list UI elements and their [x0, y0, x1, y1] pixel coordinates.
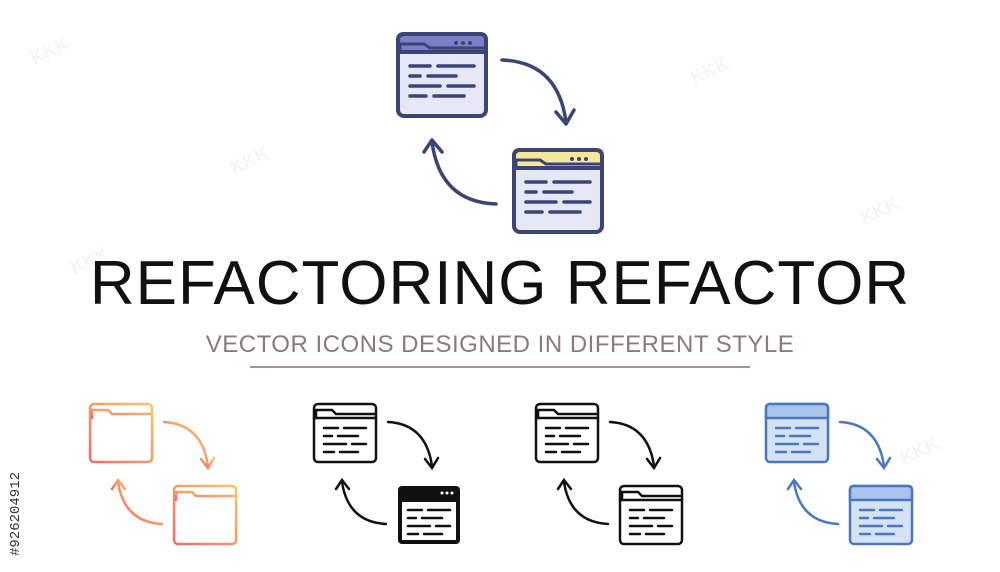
bottom-window-icon — [512, 148, 604, 234]
stock-id-label: #926204912 — [8, 471, 24, 556]
outline-refactoring-icon — [534, 402, 684, 546]
watermark: KKK — [857, 192, 903, 230]
watermark: KKK — [27, 32, 73, 70]
glyph-refactoring-icon — [312, 402, 460, 544]
main-refactoring-icon — [396, 32, 604, 234]
blue-refactoring-icon — [764, 402, 914, 546]
gradient-refactoring-icon — [88, 402, 238, 546]
watermark: KKK — [227, 142, 273, 180]
cycle-arrows-icon — [422, 58, 576, 206]
page-subtitle: VECTOR ICONS DESIGNED IN DIFFERENT STYLE — [205, 331, 795, 358]
page-title: REFACTORING REFACTOR — [89, 249, 911, 318]
top-window-icon — [396, 32, 488, 118]
divider — [250, 366, 750, 368]
watermark: KKK — [687, 52, 733, 90]
